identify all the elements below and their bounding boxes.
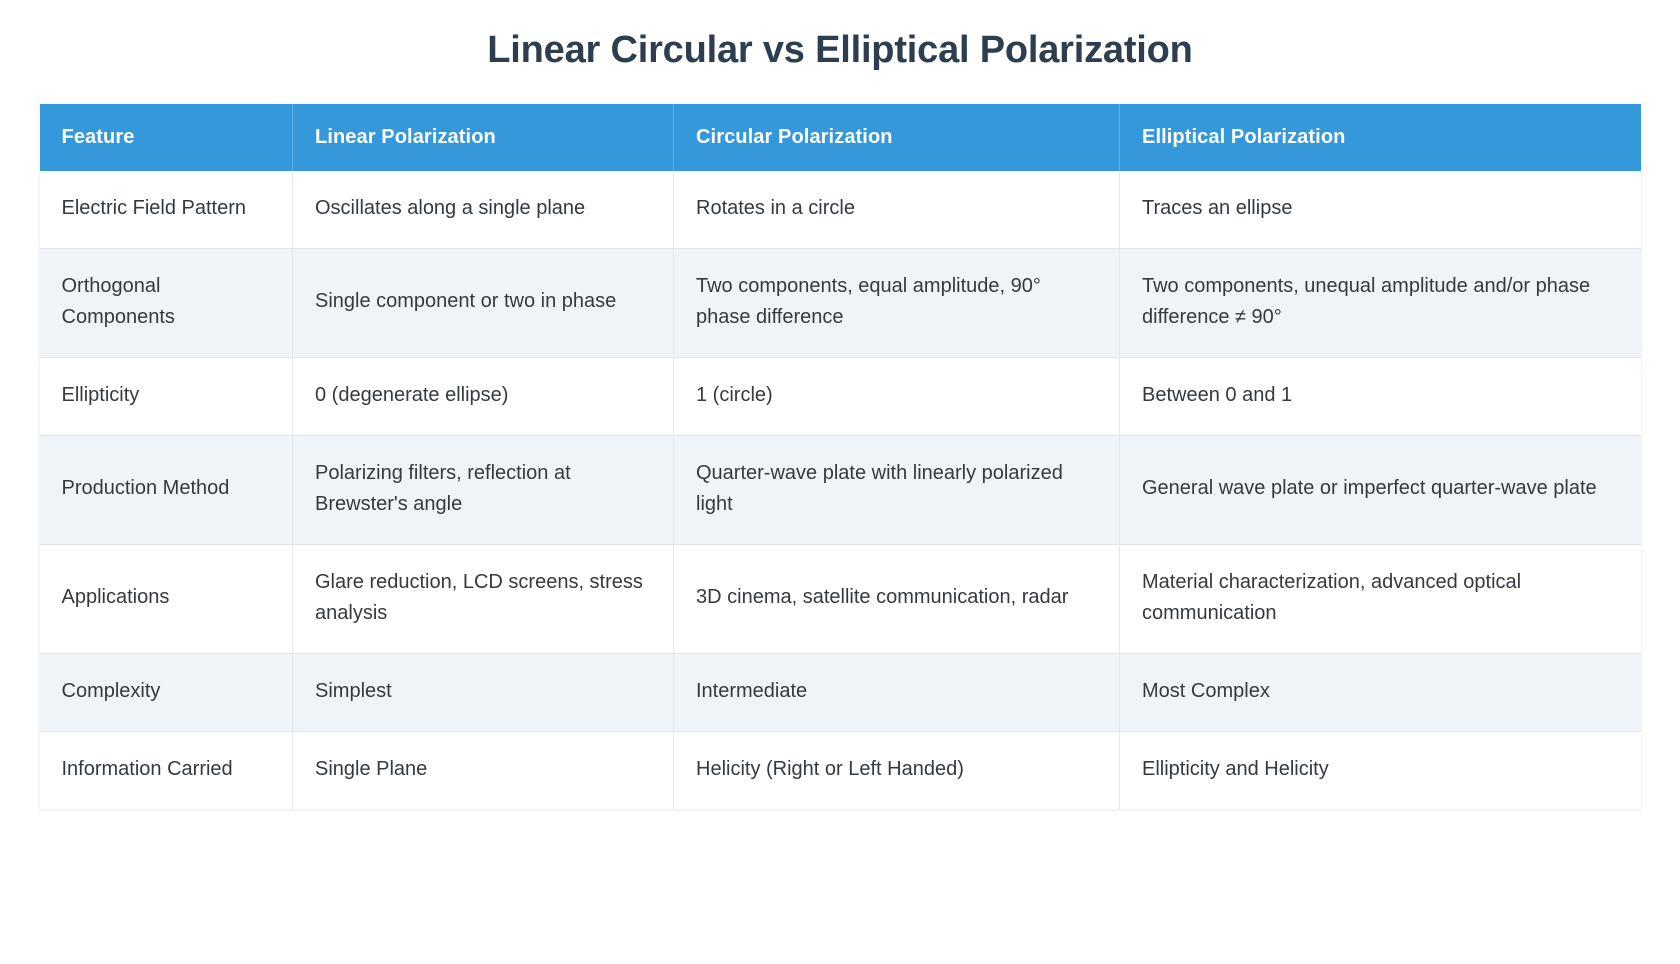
column-header-elliptical: Elliptical Polarization [1119,103,1641,171]
table-body: Electric Field Pattern Oscillates along … [39,170,1641,809]
cell-elliptical: Traces an ellipse [1119,170,1641,249]
cell-feature: Complexity [39,653,293,732]
cell-circular: Rotates in a circle [673,170,1120,249]
cell-circular: Two components, equal amplitude, 90° pha… [673,248,1120,358]
page-title: Linear Circular vs Elliptical Polarizati… [487,29,1193,71]
column-header-linear: Linear Polarization [292,103,674,171]
table-row: Applications Glare reduction, LCD screen… [39,544,1641,654]
comparison-table-container: Feature Linear Polarization Circular Pol… [39,103,1641,809]
cell-circular: Quarter-wave plate with linearly polariz… [673,435,1120,545]
cell-circular: Intermediate [673,653,1120,732]
table-header: Feature Linear Polarization Circular Pol… [39,103,1641,171]
cell-elliptical: General wave plate or imperfect quarter-… [1119,435,1641,545]
cell-feature: Production Method [39,435,293,545]
cell-circular: 3D cinema, satellite communication, rada… [673,544,1120,654]
table-row: Ellipticity 0 (degenerate ellipse) 1 (ci… [39,357,1641,436]
table-row: Orthogonal Components Single component o… [39,248,1641,358]
cell-elliptical: Two components, unequal amplitude and/or… [1119,248,1641,358]
cell-circular: 1 (circle) [673,357,1120,436]
cell-elliptical: Ellipticity and Helicity [1119,731,1641,809]
cell-linear: Glare reduction, LCD screens, stress ana… [292,544,674,654]
cell-feature: Orthogonal Components [39,248,293,358]
column-header-circular: Circular Polarization [673,103,1120,171]
cell-feature: Applications [39,544,293,654]
cell-linear: 0 (degenerate ellipse) [292,357,674,436]
column-header-feature: Feature [39,103,293,171]
cell-elliptical: Material characterization, advanced opti… [1119,544,1641,654]
table-row: Information Carried Single Plane Helicit… [39,731,1641,809]
cell-circular: Helicity (Right or Left Handed) [673,731,1120,809]
cell-feature: Ellipticity [39,357,293,436]
table-header-row: Feature Linear Polarization Circular Pol… [39,103,1641,171]
cell-elliptical: Most Complex [1119,653,1641,732]
cell-linear: Oscillates along a single plane [292,170,674,249]
cell-linear: Single Plane [292,731,674,809]
table-row: Electric Field Pattern Oscillates along … [39,170,1641,249]
cell-linear: Simplest [292,653,674,732]
cell-elliptical: Between 0 and 1 [1119,357,1641,436]
table-row: Complexity Simplest Intermediate Most Co… [39,653,1641,732]
comparison-table: Feature Linear Polarization Circular Pol… [39,103,1641,809]
cell-feature: Information Carried [39,731,293,809]
cell-feature: Electric Field Pattern [39,170,293,249]
cell-linear: Polarizing filters, reflection at Brewst… [292,435,674,545]
table-row: Production Method Polarizing filters, re… [39,435,1641,545]
cell-linear: Single component or two in phase [292,248,674,358]
